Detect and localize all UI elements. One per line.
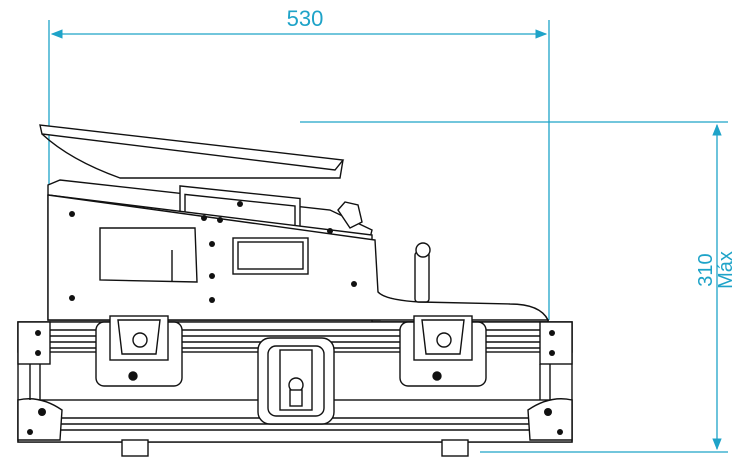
top-panel (39, 124, 345, 171)
side-window-left (99, 227, 198, 283)
side-window-right (232, 237, 309, 275)
dimension-lines (48, 20, 728, 453)
case-latch-right (399, 315, 487, 387)
case-foot-left (121, 439, 149, 457)
side-clip (337, 201, 363, 229)
corner-top-right (539, 321, 573, 365)
side-plate-screws (69, 201, 357, 303)
top-panel-front-curve (41, 133, 344, 179)
height-dimension-qualifier: Máx (715, 251, 737, 289)
case-corner-screws (27, 330, 563, 435)
side-window-right-inner (237, 241, 304, 270)
case-handle-center (257, 337, 335, 425)
console-body (39, 124, 550, 323)
height-dimension-label: 310 (695, 253, 717, 286)
handle-knob (415, 242, 431, 258)
corner-top-left (17, 321, 51, 365)
case-latch-left (95, 315, 183, 387)
height-dimension-label-group: 310 Máx (695, 251, 737, 289)
case-foot-right (441, 439, 469, 457)
width-dimension-label: 530 (287, 6, 324, 31)
handle-post (414, 251, 430, 303)
